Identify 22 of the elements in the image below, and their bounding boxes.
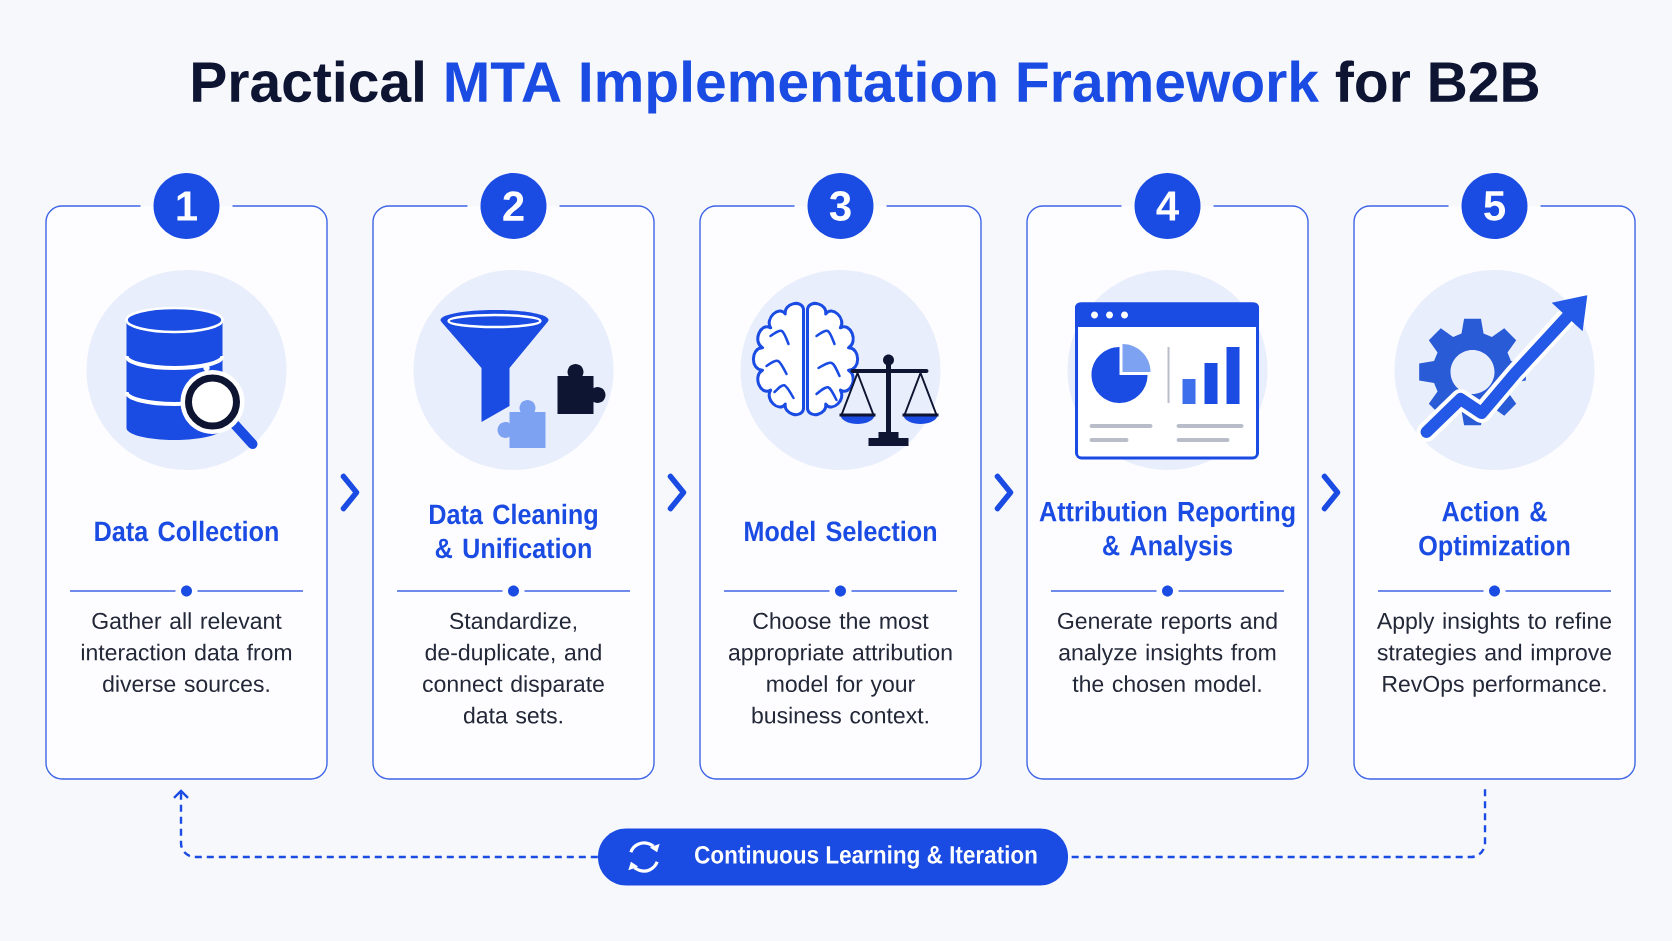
- step-number-badge: 1: [153, 173, 220, 239]
- step-description: Gather all relevant interaction data from diverse sources.: [81, 612, 292, 693]
- diagram-title: Practical MTA Implementation Framework for B2B: [193, 60, 1539, 114]
- chevron-arrow: [667, 473, 687, 512]
- dashed-arrow: [173, 789, 598, 859]
- step-description: Standardize, de-duplicate, and connect disparate data sets.: [423, 612, 604, 724]
- step-description: Generate reports and analyze insights from the chosen model.: [1058, 612, 1277, 693]
- step-number-badge: 3: [807, 173, 874, 239]
- step-number-badge: 4: [1134, 173, 1201, 239]
- chevron-arrow: [1321, 473, 1341, 512]
- chevron-arrow: [994, 473, 1014, 512]
- loop-pill: Continuous Learning & Iteration: [598, 828, 1068, 886]
- chevron-arrow: [340, 473, 360, 512]
- step-description: Choose the most appropriate attribution model for your business context.: [729, 612, 952, 724]
- step-heading: Attribution Reporting & Analysis: [1039, 500, 1295, 562]
- step-number-badge: 2: [480, 173, 547, 239]
- step-heading: Model Selection: [745, 520, 936, 542]
- step-heading: Action & Optimization: [1419, 500, 1570, 562]
- step-number-badge: 5: [1461, 173, 1528, 239]
- step-description: Apply insights to refine strategies and improve RevOps performance.: [1376, 612, 1612, 697]
- step-heading: Data Collection: [95, 520, 278, 542]
- step-heading: Data Cleaning & Unification: [430, 503, 597, 559]
